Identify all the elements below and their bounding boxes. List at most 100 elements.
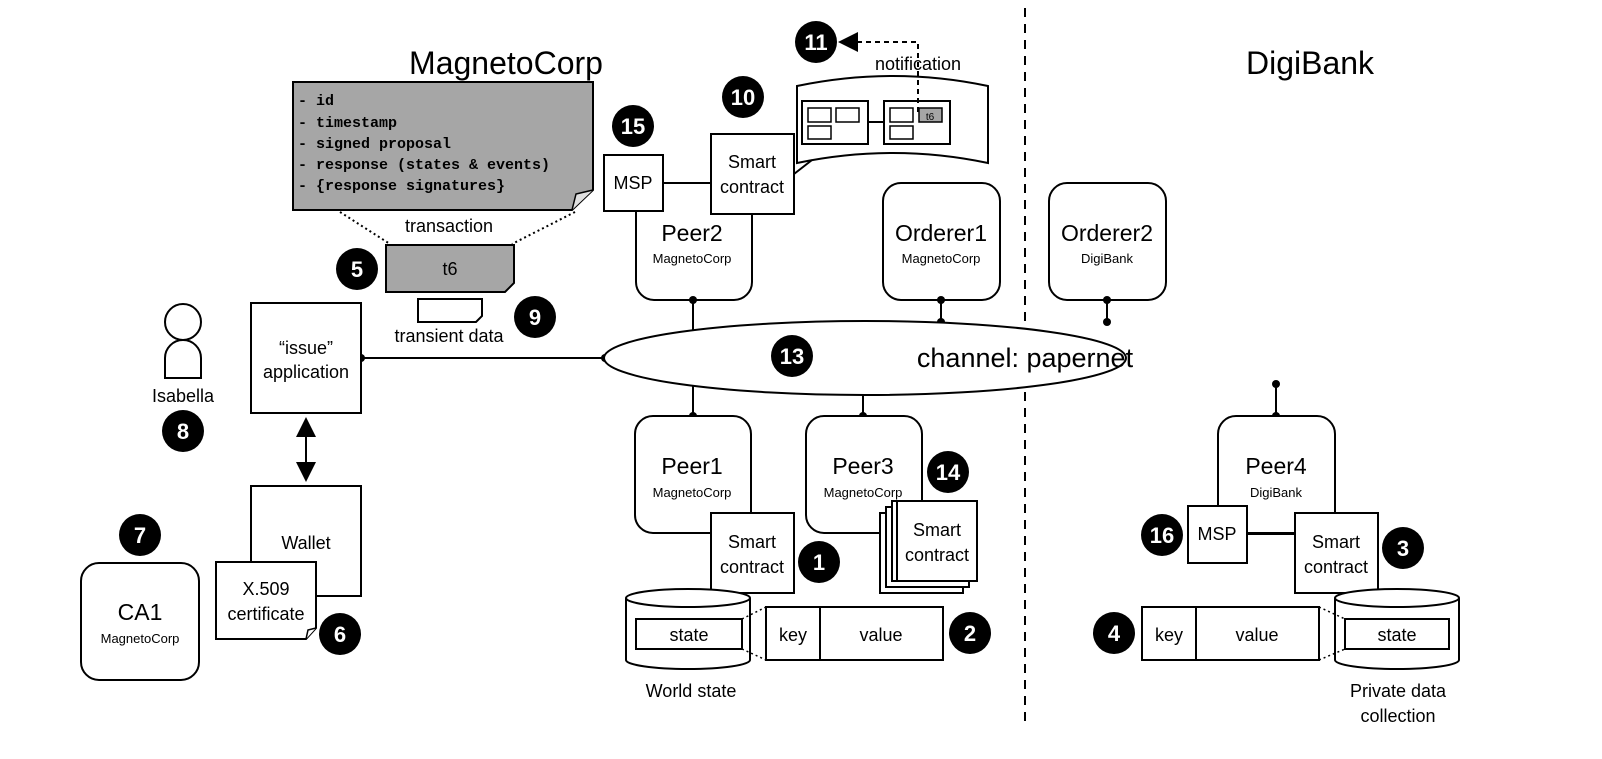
private-data-value: value [1235, 625, 1278, 645]
peer4-smart-contract[interactable] [1294, 512, 1379, 594]
org-title-digibank: DigiBank [1246, 45, 1375, 81]
step-badge: 4 [1093, 612, 1135, 654]
contract-label: Smart [728, 532, 776, 552]
orderer1-name: Orderer1 [895, 220, 987, 246]
private-data-key: key [1155, 625, 1183, 645]
application-label: application [263, 362, 349, 382]
contract-label: Smart [728, 152, 776, 172]
svg-text:6: 6 [334, 622, 346, 647]
tx-field: - signed proposal [298, 136, 451, 153]
wallet-label: Wallet [281, 533, 330, 553]
private-data-kv [1141, 606, 1320, 661]
step-badge: 14 [927, 451, 969, 493]
step-badge: 3 [1382, 527, 1424, 569]
step-badge: 11 [795, 21, 837, 63]
private-data-label: collection [1360, 706, 1435, 726]
notification-label: notification [875, 54, 961, 74]
tx-field: - timestamp [298, 115, 397, 132]
step-badge: 16 [1141, 514, 1183, 556]
svg-text:13: 13 [780, 344, 804, 369]
svg-text:4: 4 [1108, 621, 1121, 646]
peer3-name: Peer3 [832, 453, 893, 479]
ledger-t6-label: t6 [926, 112, 935, 123]
peer3-org: MagnetoCorp [824, 485, 903, 500]
svg-text:10: 10 [731, 85, 755, 110]
org-title-magnetocorp: MagnetoCorp [409, 45, 603, 81]
peer4-org: DigiBank [1250, 485, 1303, 500]
svg-text:1: 1 [813, 550, 825, 575]
svg-text:2: 2 [964, 621, 976, 646]
certificate-icon [215, 561, 317, 640]
application-label: “issue” [279, 338, 333, 358]
peer2-msp[interactable] [603, 154, 664, 212]
svg-text:9: 9 [529, 305, 541, 330]
svg-text:5: 5 [351, 257, 363, 282]
tx-field: - response (states & events) [298, 157, 550, 174]
transient-data-label: transient data [394, 326, 504, 346]
zoom-line-left [339, 211, 391, 245]
user-icon [164, 303, 202, 379]
ca1-node[interactable] [80, 562, 200, 681]
world-state-state-label: state [669, 625, 708, 645]
private-data-state [1344, 618, 1450, 650]
certificate-label: certificate [227, 604, 304, 624]
svg-text:14: 14 [936, 460, 961, 485]
world-state-kv [765, 606, 944, 661]
step-badge: 8 [162, 410, 204, 452]
certificate-label: X.509 [242, 579, 289, 599]
step-badge: 5 [336, 248, 378, 290]
contract-label: Smart [1312, 532, 1360, 552]
world-state-key: key [779, 625, 807, 645]
svg-text:16: 16 [1150, 523, 1174, 548]
contract-label: contract [720, 177, 784, 197]
step-badge: 10 [722, 76, 764, 118]
step-badge: 1 [798, 541, 840, 583]
step-badge: 15 [612, 105, 654, 147]
orderer2-name: Orderer2 [1061, 220, 1153, 246]
step-badge: 7 [119, 514, 161, 556]
peer1-smart-contract[interactable] [710, 512, 795, 594]
contract-label: Smart [913, 520, 961, 540]
contract-label: contract [720, 557, 784, 577]
orderer2-org: DigiBank [1081, 251, 1134, 266]
transaction-detail-note: - id - timestamp - signed proposal - res… [292, 81, 594, 211]
private-data-label: Private data [1350, 681, 1447, 701]
step-badge: 2 [949, 612, 991, 654]
svg-text:7: 7 [134, 523, 146, 548]
tx-field: - id [298, 93, 334, 110]
tx-field: - {response signatures} [298, 178, 505, 195]
peer2-name: Peer2 [661, 220, 722, 246]
peer2-smart-contract[interactable] [710, 133, 795, 215]
transaction-id: t6 [442, 259, 457, 279]
channel-label: channel: papernet [917, 343, 1134, 373]
peer4-name: Peer4 [1245, 453, 1307, 479]
contract-label: contract [1304, 557, 1368, 577]
peer1-node[interactable] [634, 415, 752, 534]
step-badge: 9 [514, 296, 556, 338]
step-badge: 6 [319, 613, 361, 655]
ca1-org: MagnetoCorp [101, 631, 180, 646]
issue-application[interactable] [250, 302, 362, 414]
peer2-msp-label: MSP [613, 173, 652, 193]
transient-data: transient data [394, 298, 505, 346]
transaction-label: transaction [405, 216, 493, 236]
contract-label: contract [905, 545, 969, 565]
blockchain-ledger: t6 [796, 75, 989, 165]
svg-text:11: 11 [804, 30, 827, 55]
peer1-org: MagnetoCorp [653, 485, 732, 500]
zoom-line-right [511, 211, 576, 245]
ledger-contract-link [793, 159, 813, 175]
transaction-t6: t6 [385, 244, 515, 293]
world-state-state [635, 618, 743, 650]
peer4-msp[interactable] [1187, 505, 1248, 564]
world-state-value: value [859, 625, 902, 645]
peer3-smart-contract[interactable] [896, 500, 978, 582]
orderer1-org: MagnetoCorp [902, 251, 981, 266]
peer2-org: MagnetoCorp [653, 251, 732, 266]
svg-text:8: 8 [177, 419, 189, 444]
ca1-name: CA1 [118, 599, 163, 625]
peer1-name: Peer1 [661, 453, 722, 479]
notification-arrow [838, 32, 919, 112]
channel-papernet[interactable] [603, 320, 1127, 396]
